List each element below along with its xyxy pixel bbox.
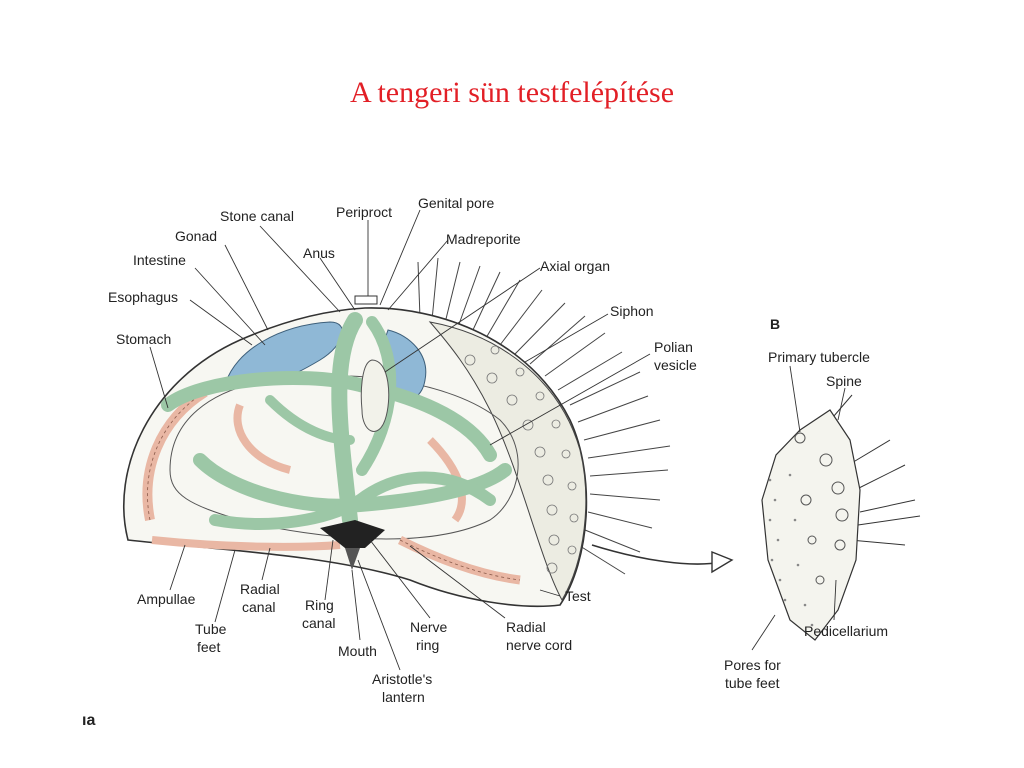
label-tube-feet-2: feet [197,639,220,655]
label-ampullae: Ampullae [137,591,196,607]
urchin-cross-section [123,257,671,608]
label-stone-canal: Stone canal [220,208,294,224]
label-stomach: Stomach [116,331,171,347]
label-periproct: Periproct [336,204,392,220]
label-pores-for-tube-feet-1: Pores for [724,657,781,673]
page-number-fragment: ıa [82,712,96,729]
label-genital-pore: Genital pore [418,195,494,211]
panel-b-test-detail: B Primary tubercle Spine Ped [724,316,921,691]
label-pores-for-tube-feet-2: tube feet [725,675,780,691]
label-ring-canal-2: canal [302,615,335,631]
label-nerve-ring-2: ring [416,637,439,653]
label-tube-feet-1: Tube [195,621,227,637]
label-polian-vesicle-2: vesicle [654,357,697,373]
label-polian-vesicle-1: Polian [654,339,693,355]
label-esophagus: Esophagus [108,289,178,305]
label-gonad: Gonad [175,228,217,244]
label-test: Test [565,588,591,604]
label-axial-organ: Axial organ [540,258,610,274]
label-pedicellarium: Pedicellarium [804,623,888,639]
label-madreporite: Madreporite [446,231,521,247]
label-intestine: Intestine [133,252,186,268]
label-aristotles-lantern-2: lantern [382,689,425,705]
leader-lines-main [149,209,651,671]
panel-b-letter: B [770,316,780,332]
label-mouth: Mouth [338,643,377,659]
label-radial-nerve-cord-2: nerve cord [506,637,572,653]
label-aristotles-lantern-1: Aristotle's [372,671,432,687]
label-nerve-ring-1: Nerve [410,619,448,635]
label-spine: Spine [826,373,862,389]
label-ring-canal-1: Ring [305,597,334,613]
curved-arrow [591,544,734,574]
label-primary-tubercle: Primary tubercle [768,349,870,365]
label-radial-nerve-cord-1: Radial [506,619,546,635]
spines [417,257,671,575]
label-radial-canal-1: Radial [240,581,280,597]
page-title: A tengeri sün testfelépítése [349,76,675,109]
label-anus: Anus [303,245,335,261]
label-radial-canal-2: canal [242,599,275,615]
label-siphon: Siphon [610,303,654,319]
labels-main: Stone canal Periproct Genital pore Gonad… [108,195,697,705]
